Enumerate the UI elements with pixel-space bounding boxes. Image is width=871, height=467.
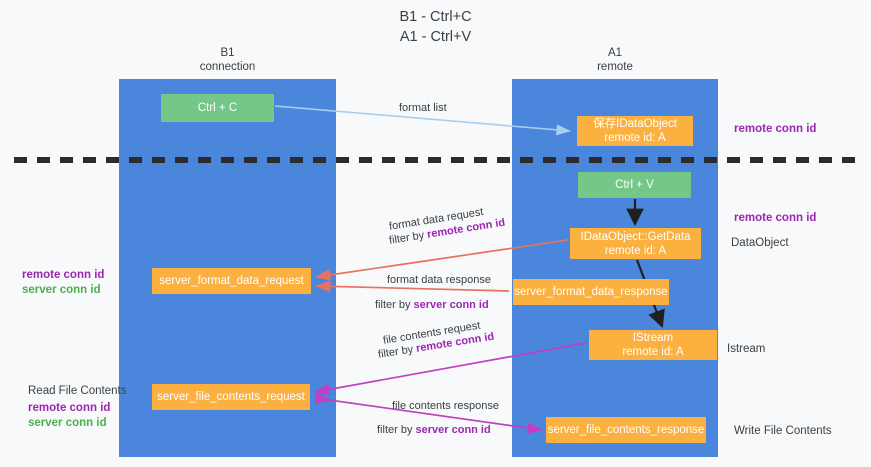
node-ctrl-c-label: Ctrl + C [197,102,238,114]
annotation-conn-ids-bottom: remote conn id server conn id [28,401,110,431]
edge-label-file-contents-response-text: file contents response [392,400,500,412]
column-a1-role: remote [597,61,633,73]
node-server-format-data-response[interactable]: server_format_data_response [513,279,669,305]
annotation-dataobject: DataObject [731,236,789,251]
edge-file-contents-request [314,342,587,396]
edge-label-file-contents-response-filter: filter by server conn id [377,423,491,437]
edge-label-file-contents-response: file contents response [392,399,499,413]
edge-file-contents-response-tail [314,392,331,404]
edge-format-data-request [315,239,569,281]
edge-label-format-list: format list [399,101,447,115]
edge-format-list [274,105,571,136]
column-header-a1: A1 remote [512,46,718,74]
annotation-remote-conn-id-text: remote conn id [734,123,817,135]
annotation-remote-conn-id-top: remote conn id [734,122,816,137]
filter-key-server-conn-id: server conn id [413,299,489,311]
node-server-format-data-request-label: server_format_data_request [159,275,304,287]
edge-label-format-list-text: format list [399,102,447,114]
column-a1-name: A1 [607,47,623,59]
edge-label-format-data-response: format data response [387,273,491,287]
filter-key-server-conn-id: server conn id [415,424,491,436]
annotation-remote-conn-id-text: remote conn id [28,402,111,414]
annotation-read-file-contents-text: Read File Contents [28,385,127,397]
annotation-remote-conn-id-text: remote conn id [734,212,817,224]
node-idataobject-getdata-label: IDataObject::GetData [580,230,691,243]
node-idataobject-getdata[interactable]: IDataObject::GetData remote id: A [570,228,701,259]
node-save-idataobject-sub: remote id: A [604,132,666,144]
annotation-istream-text: Istream [727,343,766,355]
column-b1-name: B1 [220,47,235,59]
annotation-server-conn-id-text: server conn id [22,284,101,296]
edge-file-contents-response [314,397,543,434]
node-istream-label: IStream [632,332,674,344]
node-istream-sub: remote id: A [622,346,684,358]
node-idataobject-getdata-sub: remote id: A [604,244,667,257]
column-header-b1: B1 connection [119,46,336,74]
node-server-file-contents-response-label: server_file_contents_response [547,424,705,436]
annotation-remote-conn-id-text: remote conn id [22,269,105,281]
node-ctrl-c[interactable]: Ctrl + C [161,94,274,122]
annotation-dataobject-text: DataObject [731,237,789,249]
annotation-istream: Istream [727,342,765,357]
annotation-write-file-contents: Write File Contents [734,424,832,439]
annotation-remote-conn-id-mid: remote conn id [734,211,816,226]
node-ctrl-v[interactable]: Ctrl + V [578,172,691,198]
node-ctrl-v-label: Ctrl + V [615,179,654,191]
title-line-2: A1 - Ctrl+V [399,29,472,45]
node-server-format-data-request[interactable]: server_format_data_request [152,268,311,294]
edge-label-format-data-response-filter: filter by server conn id [375,298,489,312]
edge-format-data-response [315,280,510,293]
node-save-idataobject-label: 保存IDataObject [593,118,677,130]
node-server-format-data-response-label: server_format_data_response [514,286,668,298]
annotation-read-file-contents: Read File Contents [28,384,126,399]
annotation-server-conn-id-text: server conn id [28,417,107,429]
phase-divider [14,157,860,163]
diagram-title: B1 - Ctrl+C A1 - Ctrl+V [0,7,871,47]
column-b1-role: connection [199,61,256,73]
filter-prefix: filter by [377,424,416,436]
node-server-file-contents-request[interactable]: server_file_contents_request [152,384,310,410]
edge-label-format-data-response-text: format data response [387,274,491,286]
title-line-1: B1 - Ctrl+C [399,9,472,25]
node-istream[interactable]: IStream remote id: A [589,330,717,360]
node-save-idataobject[interactable]: 保存IDataObject remote id: A [577,116,693,146]
filter-prefix: filter by [375,299,414,311]
annotation-conn-ids-mid: remote conn id server conn id [22,268,104,298]
node-server-file-contents-request-label: server_file_contents_request [157,391,305,403]
node-server-file-contents-response[interactable]: server_file_contents_response [546,417,706,443]
annotation-write-file-contents-text: Write File Contents [734,425,832,437]
